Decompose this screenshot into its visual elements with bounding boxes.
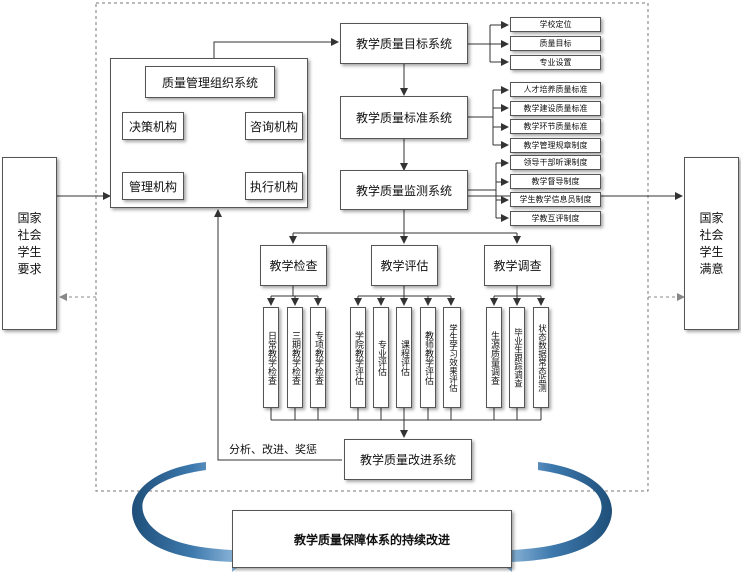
survey-item: 状态数据常态监测 [533,307,549,408]
right-line-2: 社会 [699,227,724,242]
check-item: 三期教学检查 [287,307,303,408]
right-line-1: 国家 [699,210,724,225]
footer-title: 教学质量保障体系的持续改进 [293,532,450,547]
right-line-4: 满意 [699,261,724,276]
left-line-4: 要求 [17,261,42,276]
right-curved-arrow-icon [492,462,612,572]
right-satisfaction-box: 国家 社会 学生 满意 [684,157,739,330]
improve-system-box: 教学质量改进系统 [344,439,472,480]
left-line-1: 国家 [17,210,42,225]
target-item: 专业设置 [510,55,601,70]
feedback-label: 分析、改进、奖惩 [229,443,317,456]
survey-item: 生源质量调查 [486,307,502,408]
consult-body: 咨询机构 [245,112,303,140]
footer-title-box: 教学质量保障体系的持续改进 [232,510,512,568]
monitor-item: 学生教学信息员制度 [510,192,601,207]
monitor-item: 领导干部听课制度 [510,155,601,170]
monitor-item: 教学督导制度 [510,174,601,189]
standard-system-box: 教学质量标准系统 [340,96,468,139]
check-item: 日常教学检查 [263,307,279,408]
org-system-title: 质量管理组织系统 [145,66,275,98]
survey-box: 教学调查 [484,245,551,286]
manage-body: 管理机构 [122,172,184,200]
survey-item: 毕业生跟踪调查 [509,307,525,408]
target-system-box: 教学质量目标系统 [340,23,468,64]
target-item: 学校定位 [510,17,601,32]
execute-body: 执行机构 [245,172,303,200]
decision-body: 决策机构 [122,112,184,140]
evaluate-box: 教学评估 [371,245,438,286]
right-line-3: 学生 [699,244,724,259]
monitor-system-box: 教学质量监测系统 [340,170,468,210]
left-line-3: 学生 [17,244,42,259]
evaluate-item: 学生学习效果评估 [443,307,461,408]
standard-item: 教学建设质量标准 [510,101,601,116]
monitor-item: 学教互评制度 [510,211,601,226]
left-requirements-box: 国家 社会 学生 要求 [2,157,57,330]
target-item: 质量目标 [510,36,601,51]
standard-item: 教学环节质量标准 [510,119,601,134]
check-box: 教学检查 [260,245,327,286]
check-item: 专项教学检查 [310,307,326,408]
left-line-2: 社会 [17,227,42,242]
left-curved-arrow-icon [132,462,252,572]
standard-item: 教学管理规章制度 [510,138,601,153]
standard-item: 人才培养质量标准 [510,82,601,97]
evaluate-item: 学院教学评估 [350,307,366,408]
evaluate-item: 专业评估 [373,307,389,408]
evaluate-item: 课程评估 [396,307,412,408]
evaluate-item: 教师教学评估 [420,307,436,408]
